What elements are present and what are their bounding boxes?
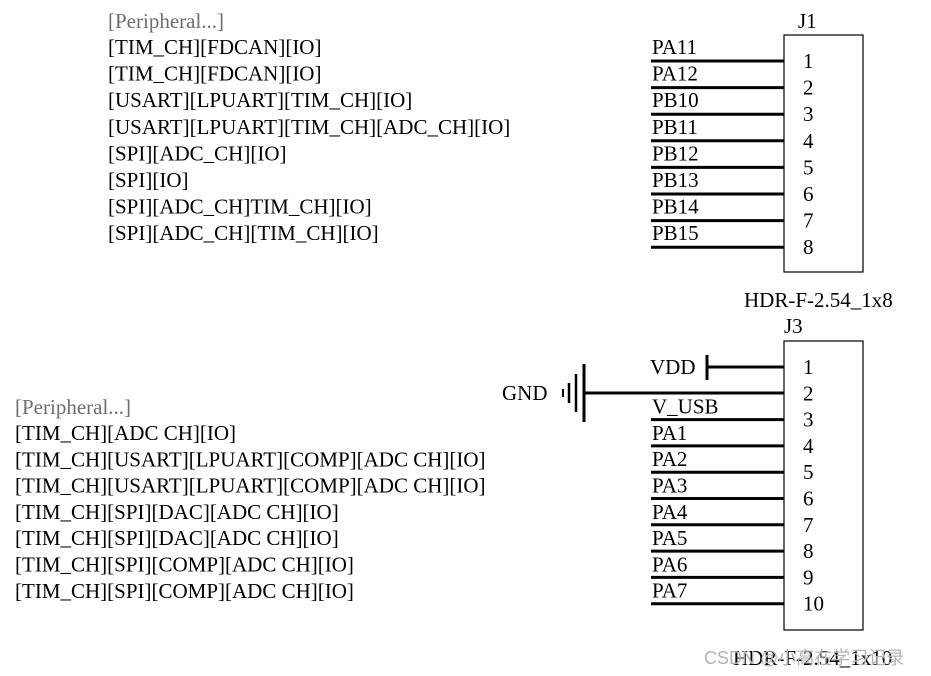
j3-pin-net: PA2 bbox=[652, 447, 687, 471]
j1-pin-row: 5 PB12 [SPI][ADC_CH][IO] bbox=[108, 141, 814, 179]
j3-pin-number: 1 bbox=[803, 355, 814, 379]
j1-pin-row: 4 PB11 [USART][LPUART][TIM_CH][ADC_CH][IO] bbox=[108, 115, 814, 153]
j1-pin-function: [SPI][ADC_CH]TIM_CH][IO] bbox=[108, 195, 372, 219]
j3-pin-net: PA4 bbox=[652, 500, 688, 524]
j1-pin-row: 1 PA11 [TIM_CH][FDCAN][IO] bbox=[108, 35, 814, 73]
j3-pin-function: [TIM_CH][SPI][DAC][ADC CH][IO] bbox=[15, 526, 339, 550]
j1-pin-row: 8 PB15 [SPI][ADC_CH][TIM_CH][IO] bbox=[108, 221, 814, 259]
j1-pin-function: [SPI][IO] bbox=[108, 168, 188, 192]
j3-pin-function: [TIM_CH][SPI][COMP][ADC CH][IO] bbox=[15, 553, 354, 577]
connector-j1: J1 HDR-F-2.54_1x8 [Peripheral...] 1 PA11 [… bbox=[108, 9, 893, 312]
j3-pin-number: 10 bbox=[803, 592, 824, 616]
j1-pin-function: [USART][LPUART][TIM_CH][IO] bbox=[108, 88, 412, 112]
j1-pin-number: 6 bbox=[803, 182, 814, 206]
j3-pin-row: 2 bbox=[803, 381, 814, 405]
j1-body bbox=[783, 34, 864, 273]
j3-pin-number: 9 bbox=[803, 565, 814, 589]
j3-pin-function: [TIM_CH][USART][LPUART][COMP][ADC CH][IO… bbox=[15, 447, 486, 471]
j1-pins: 1 PA11 [TIM_CH][FDCAN][IO] 2 PA12 [TIM_CH][FD… bbox=[108, 35, 814, 259]
gnd-power-symbol: GND bbox=[502, 364, 784, 422]
j3-pin-row: 8 PA5 [TIM_CH][SPI][DAC][ADC CH][IO] bbox=[15, 526, 814, 563]
j1-pin-function: [SPI][ADC_CH][TIM_CH][IO] bbox=[108, 221, 379, 245]
j1-pin-number: 7 bbox=[803, 209, 814, 233]
j3-footprint: HDR-F-2.54_1x10 bbox=[733, 646, 892, 670]
j3-pin-function: [TIM_CH][USART][LPUART][COMP][ADC CH][IO… bbox=[15, 474, 486, 498]
j1-pin-net: PB13 bbox=[652, 168, 699, 192]
j1-pin-row: 6 PB13 [SPI][IO] bbox=[108, 168, 814, 206]
vdd-label: VDD bbox=[650, 355, 696, 379]
j3-pin-net: PA3 bbox=[652, 474, 687, 498]
j3-pin-row: 6 PA3 [TIM_CH][USART][LPUART][COMP][ADC CH… bbox=[15, 474, 814, 511]
j1-peripheral-heading: [Peripheral...] bbox=[108, 9, 224, 33]
j1-pin-number: 3 bbox=[803, 102, 814, 126]
j3-pin-number: 5 bbox=[803, 460, 814, 484]
j3-body bbox=[783, 340, 864, 631]
j3-pin-number: 6 bbox=[803, 487, 814, 511]
j3-pin-number: 3 bbox=[803, 408, 814, 432]
j1-pin-number: 4 bbox=[803, 129, 814, 153]
j1-footprint: HDR-F-2.54_1x8 bbox=[744, 288, 893, 312]
j1-pin-net: PA12 bbox=[652, 62, 698, 86]
j1-pin-net: PB15 bbox=[652, 221, 699, 245]
j3-pin-row: 1 bbox=[803, 355, 814, 379]
j3-pin-row: 9 PA6 [TIM_CH][SPI][COMP][ADC CH][IO] bbox=[15, 552, 814, 589]
j1-pin-number: 5 bbox=[803, 155, 814, 179]
j1-pin-number: 8 bbox=[803, 235, 814, 259]
connector-j3: J3 HDR-F-2.54_1x10 [Peripheral...] VDD G… bbox=[15, 314, 892, 670]
watermark: CSDN @小高在学习记录 bbox=[704, 648, 904, 668]
j3-pin-function: [TIM_CH][SPI][DAC][ADC CH][IO] bbox=[15, 500, 339, 524]
j3-pin-row: 3 V_USB bbox=[651, 395, 814, 432]
j3-pin-function: [TIM_CH][ADC CH][IO] bbox=[15, 421, 236, 445]
j3-pin-row: 4 PA1 [TIM_CH][ADC CH][IO] bbox=[15, 421, 814, 458]
j3-pin-net: PA6 bbox=[652, 552, 687, 576]
j3-pin-number: 7 bbox=[803, 513, 814, 537]
j3-pin-row: 5 PA2 [TIM_CH][USART][LPUART][COMP][ADC CH… bbox=[15, 447, 814, 484]
j3-pin-number: 4 bbox=[803, 434, 814, 458]
j3-pin-net: PA1 bbox=[652, 421, 687, 445]
j1-pin-net: PA11 bbox=[652, 35, 697, 59]
j3-designator: J3 bbox=[784, 314, 803, 338]
j1-pin-number: 2 bbox=[803, 76, 814, 100]
j3-pin-function: [TIM_CH][SPI][COMP][ADC CH][IO] bbox=[15, 579, 354, 603]
j3-pin-row: 10 PA7 [TIM_CH][SPI][COMP][ADC CH][IO] bbox=[15, 579, 824, 616]
j3-pin-net: PA5 bbox=[652, 526, 687, 550]
j1-pin-row: 3 PB10 [USART][LPUART][TIM_CH][IO] bbox=[108, 88, 814, 126]
j1-pin-number: 1 bbox=[803, 49, 814, 73]
j1-pin-net: PB14 bbox=[652, 195, 699, 219]
j1-pin-row: 2 PA12 [TIM_CH][FDCAN][IO] bbox=[108, 62, 814, 100]
j3-pin-number: 2 bbox=[803, 381, 814, 405]
gnd-label: GND bbox=[502, 381, 548, 405]
j1-pin-function: [USART][LPUART][TIM_CH][ADC_CH][IO] bbox=[108, 115, 510, 139]
vdd-power-symbol: VDD bbox=[650, 355, 784, 380]
j3-pin-net: V_USB bbox=[652, 395, 719, 419]
j1-pin-net: PB11 bbox=[652, 115, 698, 139]
j3-pin-row: 7 PA4 [TIM_CH][SPI][DAC][ADC CH][IO] bbox=[15, 500, 814, 537]
j1-pin-function: [TIM_CH][FDCAN][IO] bbox=[108, 62, 321, 86]
j1-pin-function: [SPI][ADC_CH][IO] bbox=[108, 141, 286, 165]
j1-pin-row: 7 PB14 [SPI][ADC_CH]TIM_CH][IO] bbox=[108, 195, 814, 233]
j1-pin-net: PB12 bbox=[652, 141, 699, 165]
j1-designator: J1 bbox=[798, 9, 817, 33]
j3-pin-number: 8 bbox=[803, 539, 814, 563]
j1-pin-function: [TIM_CH][FDCAN][IO] bbox=[108, 35, 321, 59]
j3-peripheral-heading: [Peripheral...] bbox=[15, 395, 131, 419]
j3-pins: 12 3 V_USB 4 PA1 [TIM_CH][ADC CH][IO] 5 PA2 [TIM… bbox=[15, 355, 824, 616]
j3-pin-net: PA7 bbox=[652, 579, 687, 603]
j1-pin-net: PB10 bbox=[652, 88, 699, 112]
